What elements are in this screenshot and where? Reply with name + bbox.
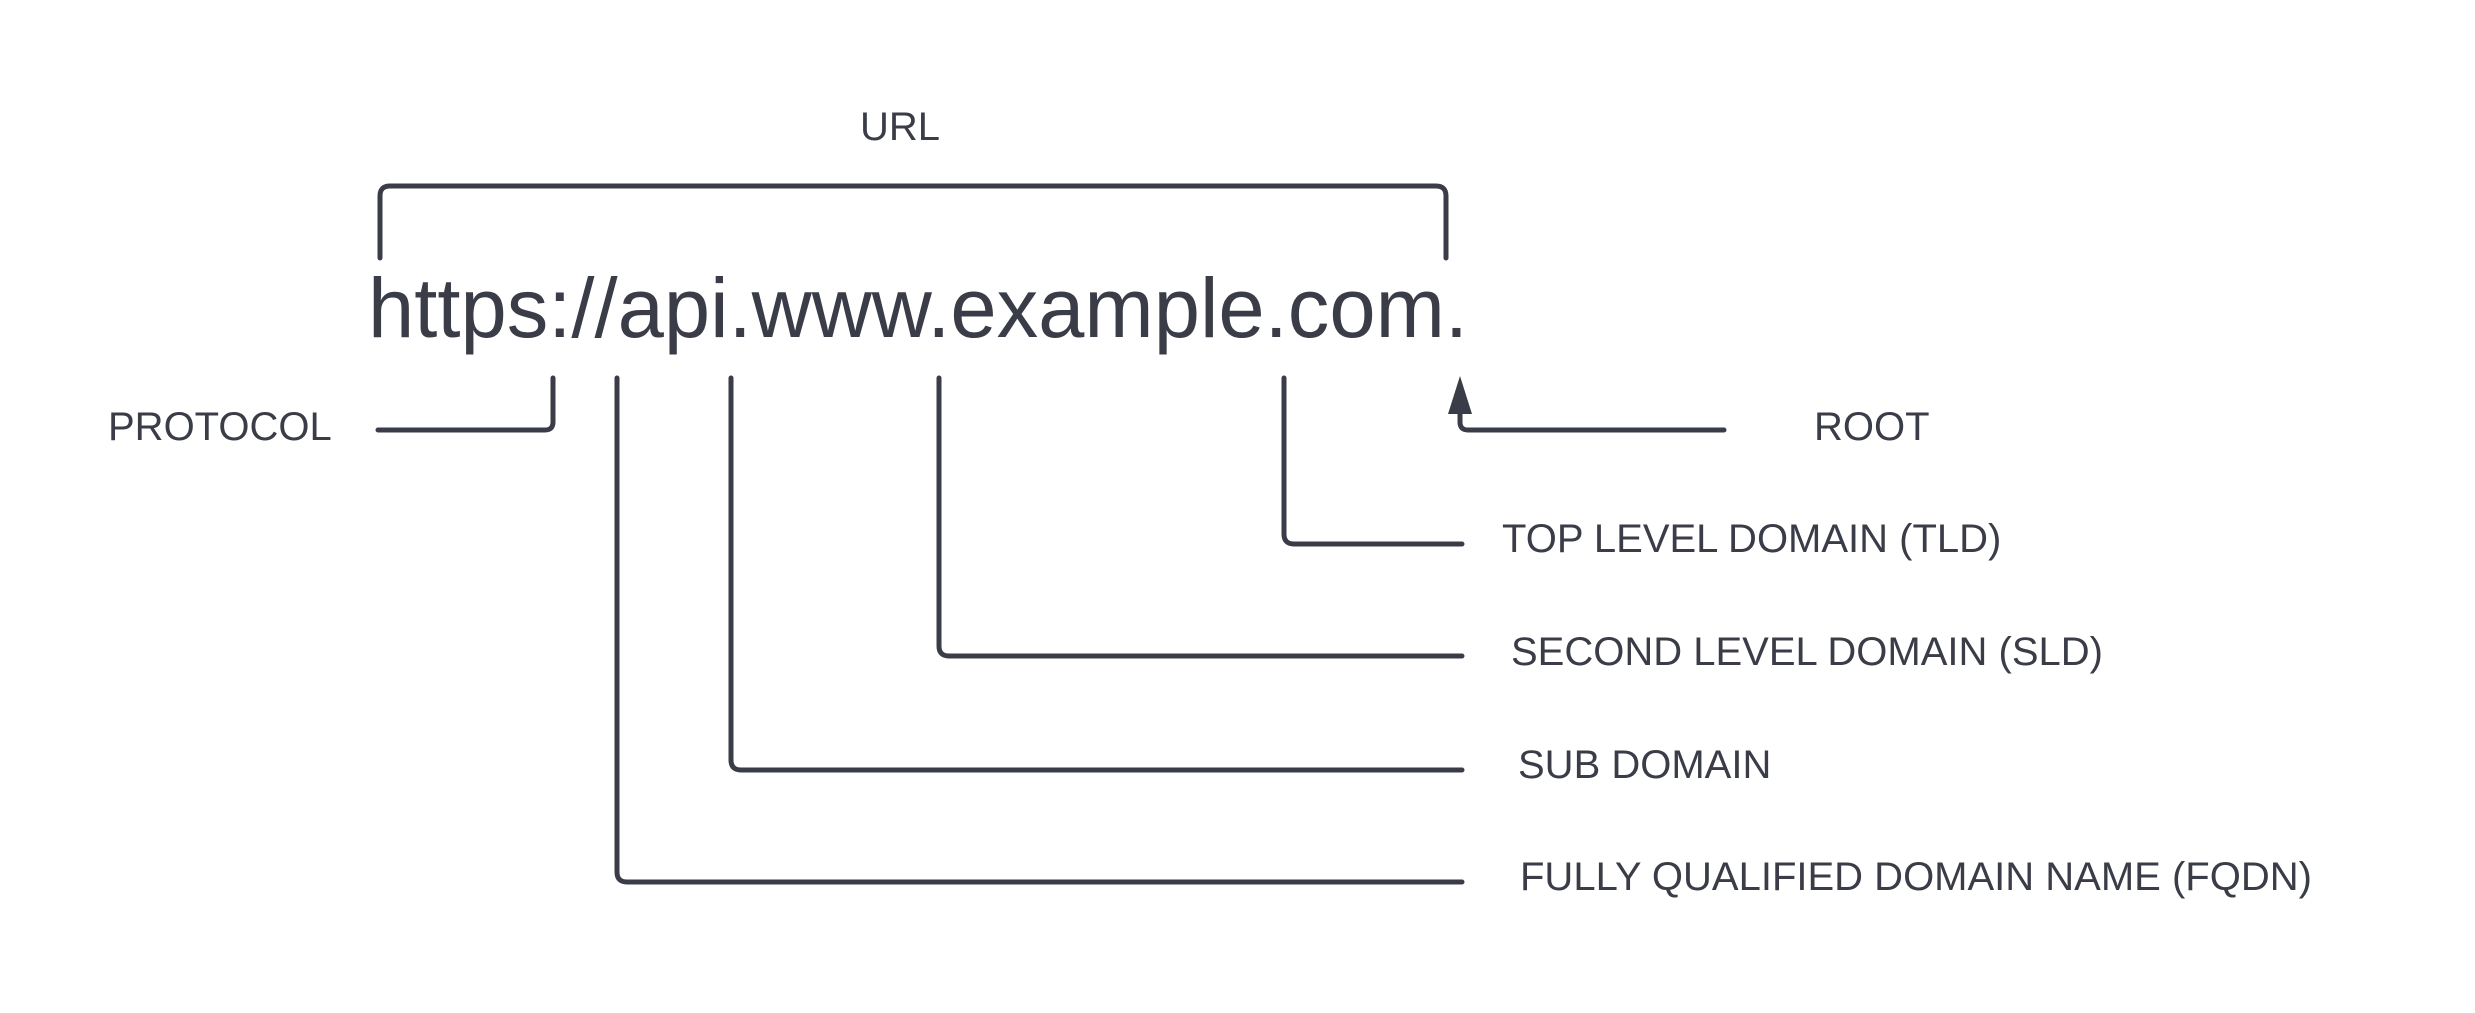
- root-label: ROOT: [1814, 405, 1930, 449]
- root-connector-line: [1457, 407, 1727, 433]
- sld-connector-line: [936, 375, 1465, 659]
- url-example-text: https://api.www.example.com.: [368, 261, 1468, 355]
- sld-label: SECOND LEVEL DOMAIN (SLD): [1511, 630, 2103, 674]
- fqdn-label: FULLY QUALIFIED DOMAIN NAME (FQDN): [1520, 855, 2312, 899]
- sub-domain-connector-line: [728, 375, 1465, 773]
- protocol-label: PROTOCOL: [108, 405, 332, 449]
- url-caption: URL: [860, 105, 940, 149]
- protocol-connector-line: [375, 375, 556, 433]
- root-arrow-icon: [1448, 376, 1472, 414]
- url-bracket: [377, 183, 1449, 261]
- tld-label: TOP LEVEL DOMAIN (TLD): [1502, 517, 2001, 561]
- fqdn-connector-line: [614, 375, 1465, 885]
- tld-connector-line: [1281, 375, 1465, 547]
- sub-domain-label: SUB DOMAIN: [1518, 743, 1771, 787]
